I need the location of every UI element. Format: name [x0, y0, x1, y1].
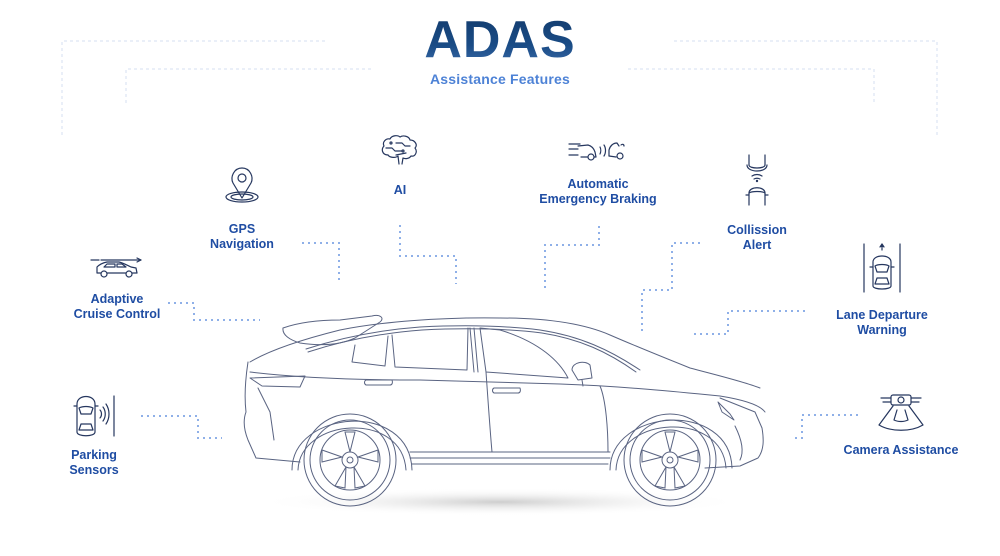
- feature-label: AI: [393, 183, 407, 197]
- feature-label: Collission Alert: [727, 223, 787, 252]
- feature-camera-assistance: Camera Assistance: [836, 392, 966, 458]
- feature-label: GPS Navigation: [210, 222, 274, 251]
- feature-label: Lane Departure Warning: [836, 308, 928, 337]
- feature-parking-sensors: Parking Sensors: [56, 392, 132, 478]
- feature-ai: AI: [370, 133, 430, 198]
- collision-cars-icon: [745, 154, 769, 206]
- connector-gps: [302, 242, 340, 282]
- page-title: ADAS: [0, 12, 1000, 68]
- car-arrow-icon: [90, 257, 142, 278]
- parking-sensor-icon: [73, 395, 115, 437]
- connector-aeb: [544, 226, 600, 290]
- feature-automatic-emergency-braking: Automatic Emergency Braking: [526, 138, 670, 207]
- feature-adaptive-cruise-control: Adaptive Cruise Control: [60, 256, 174, 322]
- connector-lane: [692, 310, 805, 335]
- feature-collision-alert: Collission Alert: [715, 153, 799, 253]
- lane-car-icon: [863, 243, 901, 293]
- brain-circuit-icon: [381, 135, 417, 165]
- connector-adaptive-cruise: [168, 302, 260, 321]
- connector-parking: [141, 415, 222, 439]
- camera-cone-icon: [878, 394, 924, 431]
- map-pin-icon: [225, 167, 259, 203]
- feature-label: Automatic Emergency Braking: [539, 177, 657, 206]
- page-subtitle: Assistance Features: [430, 71, 570, 87]
- car-shadow: [255, 488, 745, 516]
- braking-cars-icon: [568, 142, 625, 161]
- connector-ai: [399, 225, 457, 284]
- feature-label: Adaptive Cruise Control: [73, 292, 161, 321]
- feature-gps-navigation: GPS Navigation: [199, 164, 285, 252]
- connector-camera: [795, 414, 858, 439]
- feature-label: Parking Sensors: [69, 448, 119, 477]
- connector-collision: [641, 242, 700, 332]
- feature-lane-departure-warning: Lane Departure Warning: [826, 242, 938, 338]
- feature-label: Camera Assistance: [843, 443, 959, 457]
